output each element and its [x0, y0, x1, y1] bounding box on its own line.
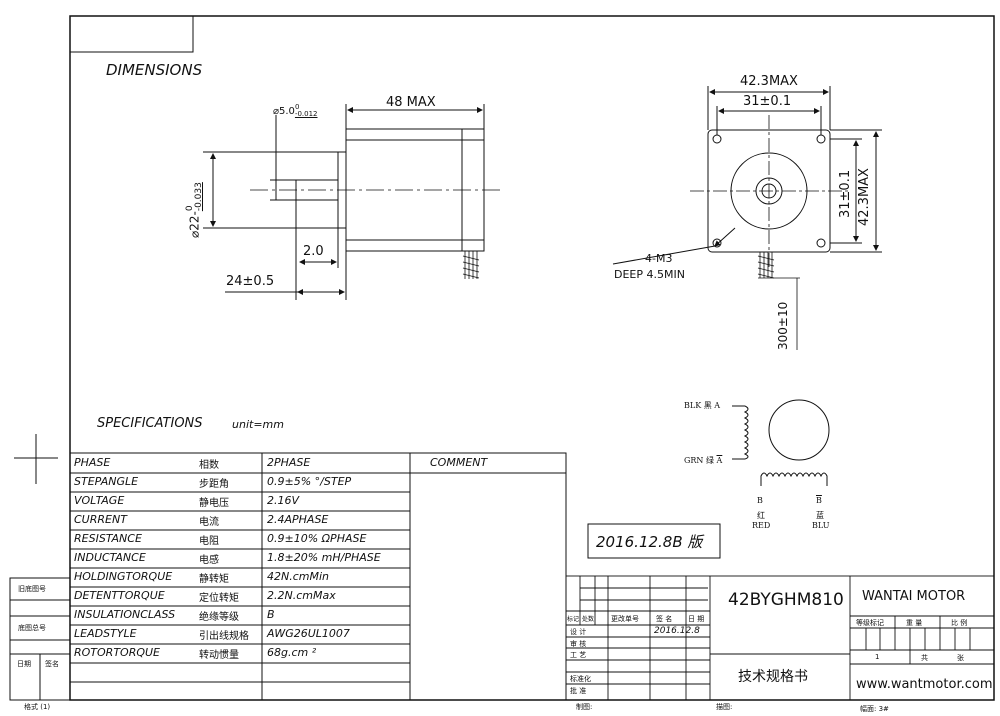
spec-name-cn: 静转矩	[199, 574, 229, 585]
spec-name-cn: 静电压	[199, 498, 229, 509]
tb-design: 设 计	[570, 628, 587, 636]
spec-name-cn: 转动惯量	[199, 650, 239, 661]
spec-value: 2PHASE	[267, 456, 311, 469]
spec-value: 2.4APHASE	[267, 513, 329, 526]
spec-table-lines	[69, 452, 567, 701]
website: www.wantmotor.com	[856, 677, 993, 692]
spec-value: B	[267, 608, 275, 621]
spec-name: INSULATIONCLASS	[74, 608, 176, 621]
dim-holes: 4-M3	[645, 252, 673, 265]
company-name: WANTAI MOTOR	[862, 589, 966, 604]
tb-mark: 标记	[567, 616, 580, 623]
spec-value: 68g.cm ²	[267, 646, 317, 659]
wire-red: RED	[752, 521, 771, 530]
tb-total: 共	[921, 654, 928, 662]
tb-standardize: 标准化	[570, 675, 591, 683]
doc-type: 技术规格书	[738, 669, 808, 685]
dim-boss-len: 2.0	[303, 244, 324, 259]
margin-base-drawing: 底图总号	[18, 624, 46, 632]
dim-hole-spacing: 31±0.1	[743, 94, 792, 109]
tb-change-no: 更改单号	[611, 615, 639, 623]
spec-name-cn: 步距角	[199, 479, 229, 490]
tb-review: 审 核	[570, 640, 587, 648]
wire-b-left: B	[757, 496, 763, 505]
spec-name-cn: 电流	[199, 517, 219, 528]
tb-signature: 签 名	[656, 615, 673, 623]
spec-name: RESISTANCE	[74, 532, 142, 545]
spec-value: AWG26UL1007	[267, 627, 350, 640]
dim-boss-dia: ⌀22-0-0.033	[185, 182, 204, 238]
side-view	[203, 104, 500, 300]
dim-depth: DEEP 4.5MIN	[614, 268, 685, 281]
tb-drawn: 制图:	[576, 703, 593, 711]
spec-name: PHASE	[74, 456, 111, 469]
tb-sheets: 张	[957, 654, 964, 662]
dimensions-title: DIMENSIONS	[106, 61, 203, 79]
tb-approve: 批 准	[570, 687, 587, 695]
spec-value: 2.2N.cmMax	[267, 589, 336, 602]
dim-hole-spacing-v: 31±0.1	[838, 169, 853, 218]
spec-name: VOLTAGE	[74, 494, 125, 507]
tb-stage-mark: 等级标记	[856, 619, 884, 627]
dim-lead-length: 300±10	[776, 301, 790, 350]
spec-value: 0.9±5% °/STEP	[267, 475, 352, 488]
margin-date: 日期	[17, 660, 31, 668]
model-number: 42BYGHM810	[728, 590, 844, 610]
version-label: 2016.12.8B 版	[596, 533, 703, 551]
tb-size: 幅面: 3#	[860, 705, 889, 713]
wire-grn: GRN 绿 A	[684, 456, 723, 465]
comment-header: COMMENT	[430, 456, 488, 469]
spec-name: LEADSTYLE	[74, 627, 137, 640]
spec-name: DETENTTORQUE	[74, 589, 165, 602]
tb-design-date: 2016.12.8	[654, 626, 700, 636]
dim-length: 48 MAX	[386, 95, 436, 110]
wire-blk: BLK 黑 A	[684, 401, 721, 410]
tb-process: 工 艺	[570, 651, 587, 659]
spec-name-cn: 绝缘等级	[199, 612, 239, 623]
wire-red-cn: 红	[757, 511, 765, 520]
spec-name: CURRENT	[74, 513, 127, 526]
format-label: 格式 (1)	[24, 703, 51, 711]
spec-value: 2.16V	[267, 494, 300, 507]
spec-name: STEPANGLE	[74, 475, 139, 488]
title-block-lines	[565, 575, 995, 701]
unit-label: unit=mm	[232, 418, 284, 431]
spec-value: 42N.cmMin	[267, 570, 330, 583]
corner-box	[69, 15, 194, 53]
spec-name-cn: 电感	[199, 555, 219, 566]
specifications-title: SPECIFICATIONS	[97, 416, 203, 431]
spec-name: HOLDINGTORQUE	[74, 570, 173, 583]
spec-name-cn: 相数	[199, 460, 219, 471]
wire-b-right: B	[816, 496, 822, 505]
spec-name-cn: 电阻	[199, 536, 219, 547]
spec-value: 0.9±10% ΩPHASE	[267, 532, 367, 545]
tb-ratio: 比 例	[951, 619, 968, 627]
wiring-diagram	[732, 399, 830, 486]
wire-blu-cn: 蓝	[816, 511, 824, 520]
tb-date: 日 期	[688, 615, 705, 623]
dim-width-max: 42.3MAX	[740, 74, 798, 89]
wire-blu: BLU	[812, 521, 830, 530]
spec-name: ROTORTORQUE	[74, 646, 161, 659]
spec-value: 1.8±20% mH/PHASE	[267, 551, 381, 564]
tb-weight: 重 量	[906, 619, 923, 627]
tb-count: 处数	[582, 616, 595, 623]
tb-traced: 描图:	[716, 703, 733, 711]
margin-old-drawing: 旧底图号	[18, 585, 46, 593]
dim-height-max: 42.3MAX	[857, 168, 872, 226]
tb-sheet-count: 1	[875, 653, 880, 661]
spec-name-cn: 定位转矩	[199, 593, 239, 604]
spec-name: INDUCTANCE	[74, 551, 146, 564]
margin-sign: 签名	[45, 660, 59, 668]
front-view	[612, 86, 882, 350]
spec-name-cn: 引出线规格	[199, 631, 249, 642]
dim-shaft-len: 24±0.5	[226, 274, 275, 289]
